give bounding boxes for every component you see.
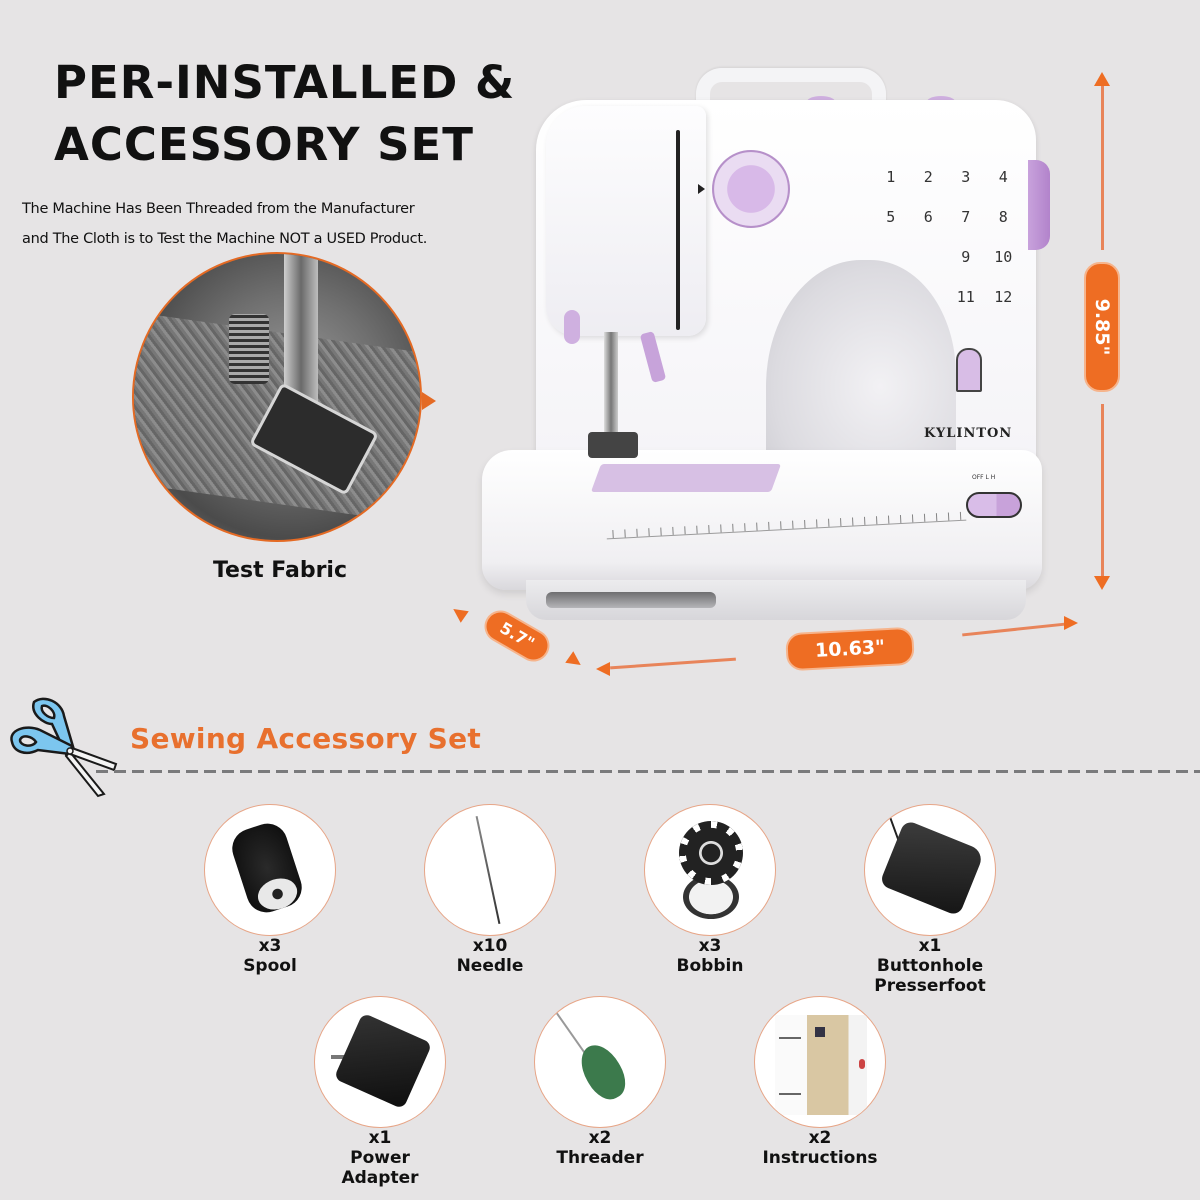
stitch-7: 7 [961, 208, 971, 226]
stitch-blank [872, 288, 910, 328]
accessory-item-buttonhole-presserfoot: x1 Buttonhole Presserfoot [860, 804, 1000, 996]
accessory-qty: x3 [258, 936, 282, 956]
title-line-1: PER-INSTALLED & [54, 56, 516, 109]
arrow-down-right-icon [565, 651, 585, 671]
presser-foot [588, 432, 638, 458]
dashed-divider [96, 770, 1200, 773]
accessory-name: Spool [243, 956, 297, 976]
stitch-9: 9 [961, 248, 971, 266]
subtitle-line-2: and The Cloth is to Test the Machine NOT… [22, 231, 428, 247]
width-arrow-line-left [610, 657, 736, 670]
sewing-machine-image: 1 2 3 4 5 6 7 8 9 10 11 12 KYLINTON OFF … [476, 60, 1050, 630]
brand-label: KYLINTON [924, 426, 1013, 441]
accessory-item-bobbin: x3 Bobbin [640, 804, 780, 976]
stitch-3: 3 [961, 168, 971, 186]
handwheel [1028, 160, 1050, 250]
stitch-4: 4 [998, 168, 1008, 186]
bobbin-winder-icon [956, 348, 982, 392]
accessory-qty: x3 [698, 936, 722, 956]
needle-bar [604, 332, 618, 452]
accessory-qty: x2 [588, 1128, 612, 1148]
stitch-10: 10 [994, 248, 1013, 266]
height-arrow-line-top [1101, 84, 1104, 250]
accessory-qty: x1 [918, 936, 942, 956]
subtitle-line-1: The Machine Has Been Threaded from the M… [22, 201, 415, 217]
stitch-12: 12 [994, 288, 1013, 306]
dial-pointer-icon [698, 184, 705, 194]
bobbin-icon [644, 804, 776, 936]
power-speed-switch [966, 492, 1022, 518]
accessory-name-line-2: Presserfoot [874, 976, 986, 996]
accessory-qty: x2 [808, 1128, 832, 1148]
stitch-5: 5 [886, 208, 896, 226]
accessory-qty: x10 [472, 936, 508, 956]
stitch-1: 1 [886, 168, 896, 186]
needle-icon [424, 804, 556, 936]
stitch-blank [872, 248, 910, 288]
thread-path [676, 130, 680, 330]
callout-pointer-icon [422, 392, 436, 410]
stitch-2: 2 [923, 168, 933, 186]
accessory-name: Needle [456, 956, 524, 976]
accessory-item-needle: x10 Needle [420, 804, 560, 976]
accessory-name-line-1: Buttonhole [876, 956, 984, 976]
height-dimension-value: 9.85" [1091, 298, 1113, 356]
needle-plate [590, 464, 782, 492]
stitch-8: 8 [998, 208, 1008, 226]
page-title: PER-INSTALLED & ACCESSORY SET [54, 52, 574, 176]
power-switch-label: OFF L H [972, 474, 996, 481]
arrow-up-icon [1094, 72, 1110, 86]
arrow-left-icon [596, 662, 610, 676]
accessory-item-instructions: x2 Instructions [750, 996, 890, 1168]
stitch-blank [910, 248, 948, 288]
threader-icon [534, 996, 666, 1128]
arrow-up-left-icon [449, 603, 469, 623]
subtitle: The Machine Has Been Threaded from the M… [22, 194, 542, 254]
stitch-blank [910, 288, 948, 328]
accessory-name: Power Adapter [341, 1148, 419, 1188]
section-title: Sewing Accessory Set [130, 722, 482, 755]
accessory-name: Bobbin [676, 956, 744, 976]
test-fabric-image [132, 252, 422, 542]
accessory-name: Threader [556, 1148, 644, 1168]
width-dimension-badge: 10.63" [785, 626, 915, 672]
arrow-down-icon [1094, 576, 1110, 590]
arrow-right-icon [1064, 616, 1078, 630]
scissors-icon [10, 697, 118, 798]
accessory-item-spool: x3 Spool [200, 804, 340, 976]
title-line-2: ACCESSORY SET [54, 118, 474, 171]
accessory-item-power-adapter: x1 Power Adapter [310, 996, 450, 1188]
spool-icon [204, 804, 336, 936]
machine-head [546, 106, 706, 336]
height-dimension-badge: 9.85" [1084, 262, 1120, 392]
test-fabric-label: Test Fabric [212, 558, 348, 583]
power-adapter-icon [314, 996, 446, 1128]
instructions-icon [754, 996, 886, 1128]
height-arrow-line-bottom [1101, 404, 1104, 576]
stitch-pattern-chart: 1 2 3 4 5 6 7 8 9 10 11 12 [872, 168, 1022, 348]
accessory-qty: x1 [368, 1128, 392, 1148]
side-light-knob [564, 310, 580, 344]
stitch-11: 11 [956, 288, 975, 306]
stitch-selector-dial [712, 150, 790, 228]
accessory-name: Instructions [762, 1148, 878, 1168]
foot-pedal-icon [864, 804, 996, 936]
stitch-6: 6 [923, 208, 933, 226]
accessory-item-threader: x2 Threader [530, 996, 670, 1168]
base-slot [546, 592, 716, 608]
feed-gear [229, 314, 269, 384]
